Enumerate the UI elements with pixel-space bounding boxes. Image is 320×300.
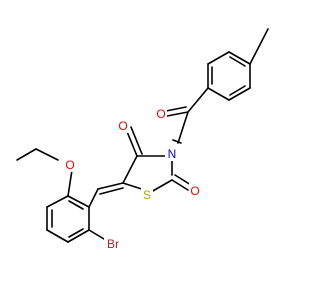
thiazolidinedione-ring bbox=[122, 155, 173, 193]
atom-ketone-oxygen: O bbox=[155, 106, 167, 121]
ether-oxygen-label: O bbox=[65, 158, 74, 172]
bond bbox=[88, 188, 99, 208]
ketone-oxygen-label: O bbox=[156, 107, 165, 121]
bond bbox=[165, 106, 187, 112]
bond bbox=[228, 87, 251, 101]
ring-sulfur-label: S bbox=[143, 188, 151, 202]
bond bbox=[150, 179, 173, 193]
ring-c4-oxygen-label: O bbox=[118, 119, 127, 133]
structure-canvas: O N O O S O Br bbox=[16, 28, 269, 251]
bond bbox=[174, 174, 192, 186]
bromine-label: Br bbox=[107, 237, 119, 251]
ring-c2-oxygen-label: O bbox=[190, 184, 199, 198]
bond bbox=[46, 229, 69, 243]
bond bbox=[99, 187, 124, 195]
bond bbox=[207, 87, 230, 101]
bond bbox=[46, 195, 69, 208]
bond bbox=[229, 85, 246, 96]
atom-ring-nitrogen: N bbox=[165, 146, 179, 161]
bond bbox=[67, 195, 90, 208]
tolyl-ring bbox=[207, 51, 251, 101]
bond bbox=[68, 228, 84, 238]
bond bbox=[171, 179, 189, 191]
bond bbox=[97, 182, 124, 190]
bond bbox=[207, 51, 230, 65]
bond bbox=[177, 111, 189, 144]
bond bbox=[125, 128, 138, 157]
bromophenyl-ring bbox=[46, 195, 90, 243]
ring-nitrogen-label: N bbox=[168, 147, 177, 161]
bond bbox=[130, 126, 143, 155]
atom-ring-sulfur: S bbox=[141, 187, 153, 202]
bond bbox=[229, 56, 246, 67]
bond bbox=[122, 155, 138, 184]
bond bbox=[228, 51, 251, 65]
bond bbox=[67, 169, 73, 197]
bond bbox=[16, 148, 37, 161]
methyl-bond bbox=[249, 28, 269, 65]
atom-ring-c4-oxygen: O bbox=[117, 118, 129, 133]
bond bbox=[68, 200, 84, 210]
atom-bromine: Br bbox=[104, 236, 123, 251]
molecule-diagram: O N O O S O Br bbox=[16, 28, 269, 251]
atom-ether-oxygen: O bbox=[64, 157, 76, 172]
bond bbox=[67, 229, 90, 243]
atom-ring-c2-oxygen: O bbox=[189, 183, 201, 198]
bond bbox=[166, 111, 189, 117]
bond bbox=[187, 87, 209, 113]
bond bbox=[35, 148, 59, 161]
bond bbox=[172, 139, 182, 144]
